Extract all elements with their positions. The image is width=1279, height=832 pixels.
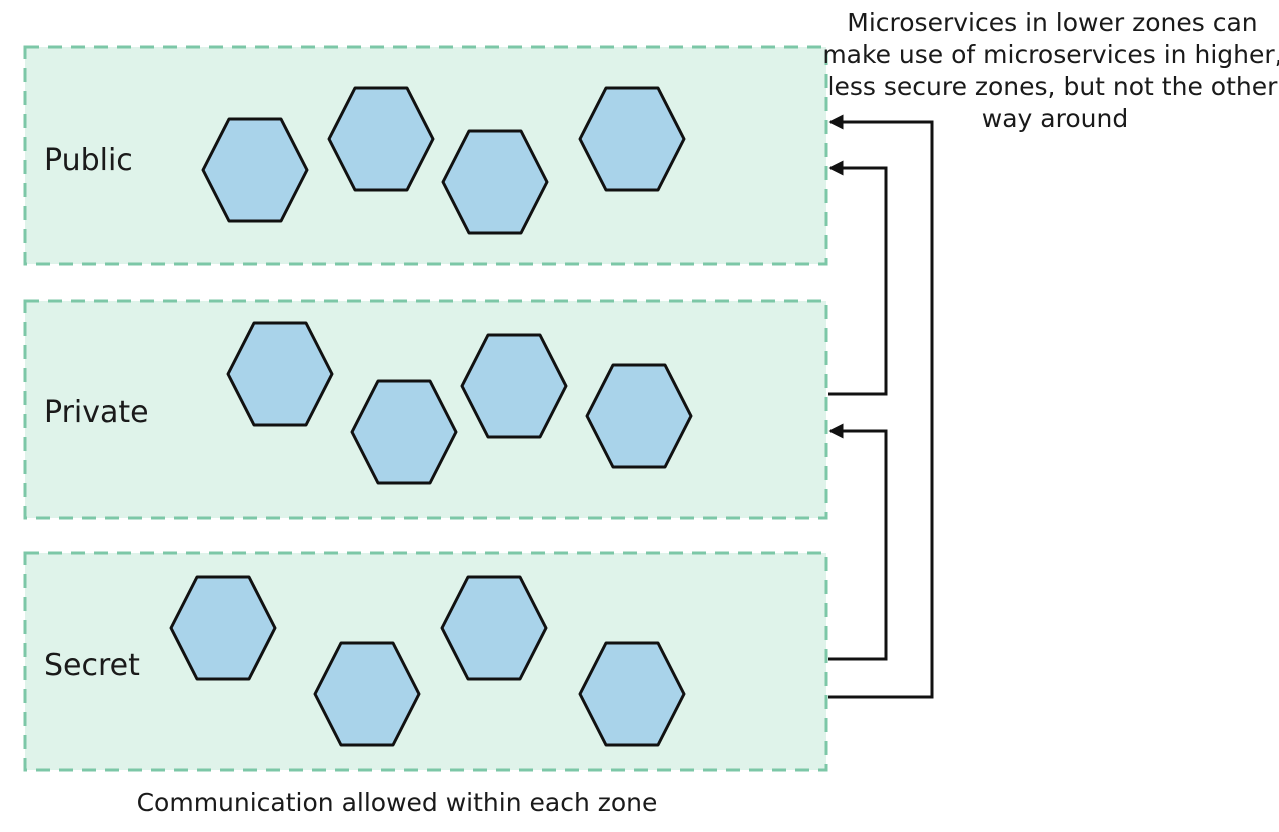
microservice-hexagon-icon — [578, 641, 686, 747]
microservice-hexagon-icon — [440, 575, 548, 681]
microservice-hexagon-icon — [350, 379, 458, 485]
direction-note-line: make use of microservices in higher, — [822, 40, 1279, 69]
zone-secret: Secret — [23, 551, 828, 772]
microservice-hexagon-icon — [441, 129, 549, 235]
diagram-caption: Communication allowed within each zone — [137, 788, 658, 817]
zone-private-label: Private — [44, 395, 149, 430]
connectors — [828, 114, 934, 699]
microservice-hexagon-icon — [585, 363, 693, 469]
microservice-hexagon-icon — [327, 86, 435, 192]
microservice-hexagon-icon — [201, 117, 309, 223]
zone-private-services — [226, 321, 693, 485]
zone-public: Public — [23, 45, 828, 266]
direction-note-line: Microservices in lower zones can — [847, 8, 1257, 37]
microservice-hexagon-icon — [578, 86, 686, 192]
direction-note: Microservices in lower zones can make us… — [822, 8, 1279, 133]
zone-secret-box — [23, 551, 828, 772]
connector-private-to-public — [828, 160, 888, 396]
connector-secret-to-private — [828, 423, 888, 661]
zone-public-label: Public — [44, 143, 133, 178]
connector-secret-to-public — [828, 114, 934, 699]
microservice-hexagon-icon — [226, 321, 334, 427]
zone-secret-label: Secret — [44, 648, 140, 683]
zone-secret-services — [169, 575, 686, 747]
microservice-hexagon-icon — [460, 333, 568, 439]
microservice-hexagon-icon — [169, 575, 277, 681]
zone-private: Private — [23, 299, 828, 520]
microservice-hexagon-icon — [313, 641, 421, 747]
direction-note-line: less secure zones, but not the other — [828, 72, 1279, 101]
zone-public-services — [201, 86, 686, 235]
direction-note-line: way around — [982, 104, 1128, 133]
